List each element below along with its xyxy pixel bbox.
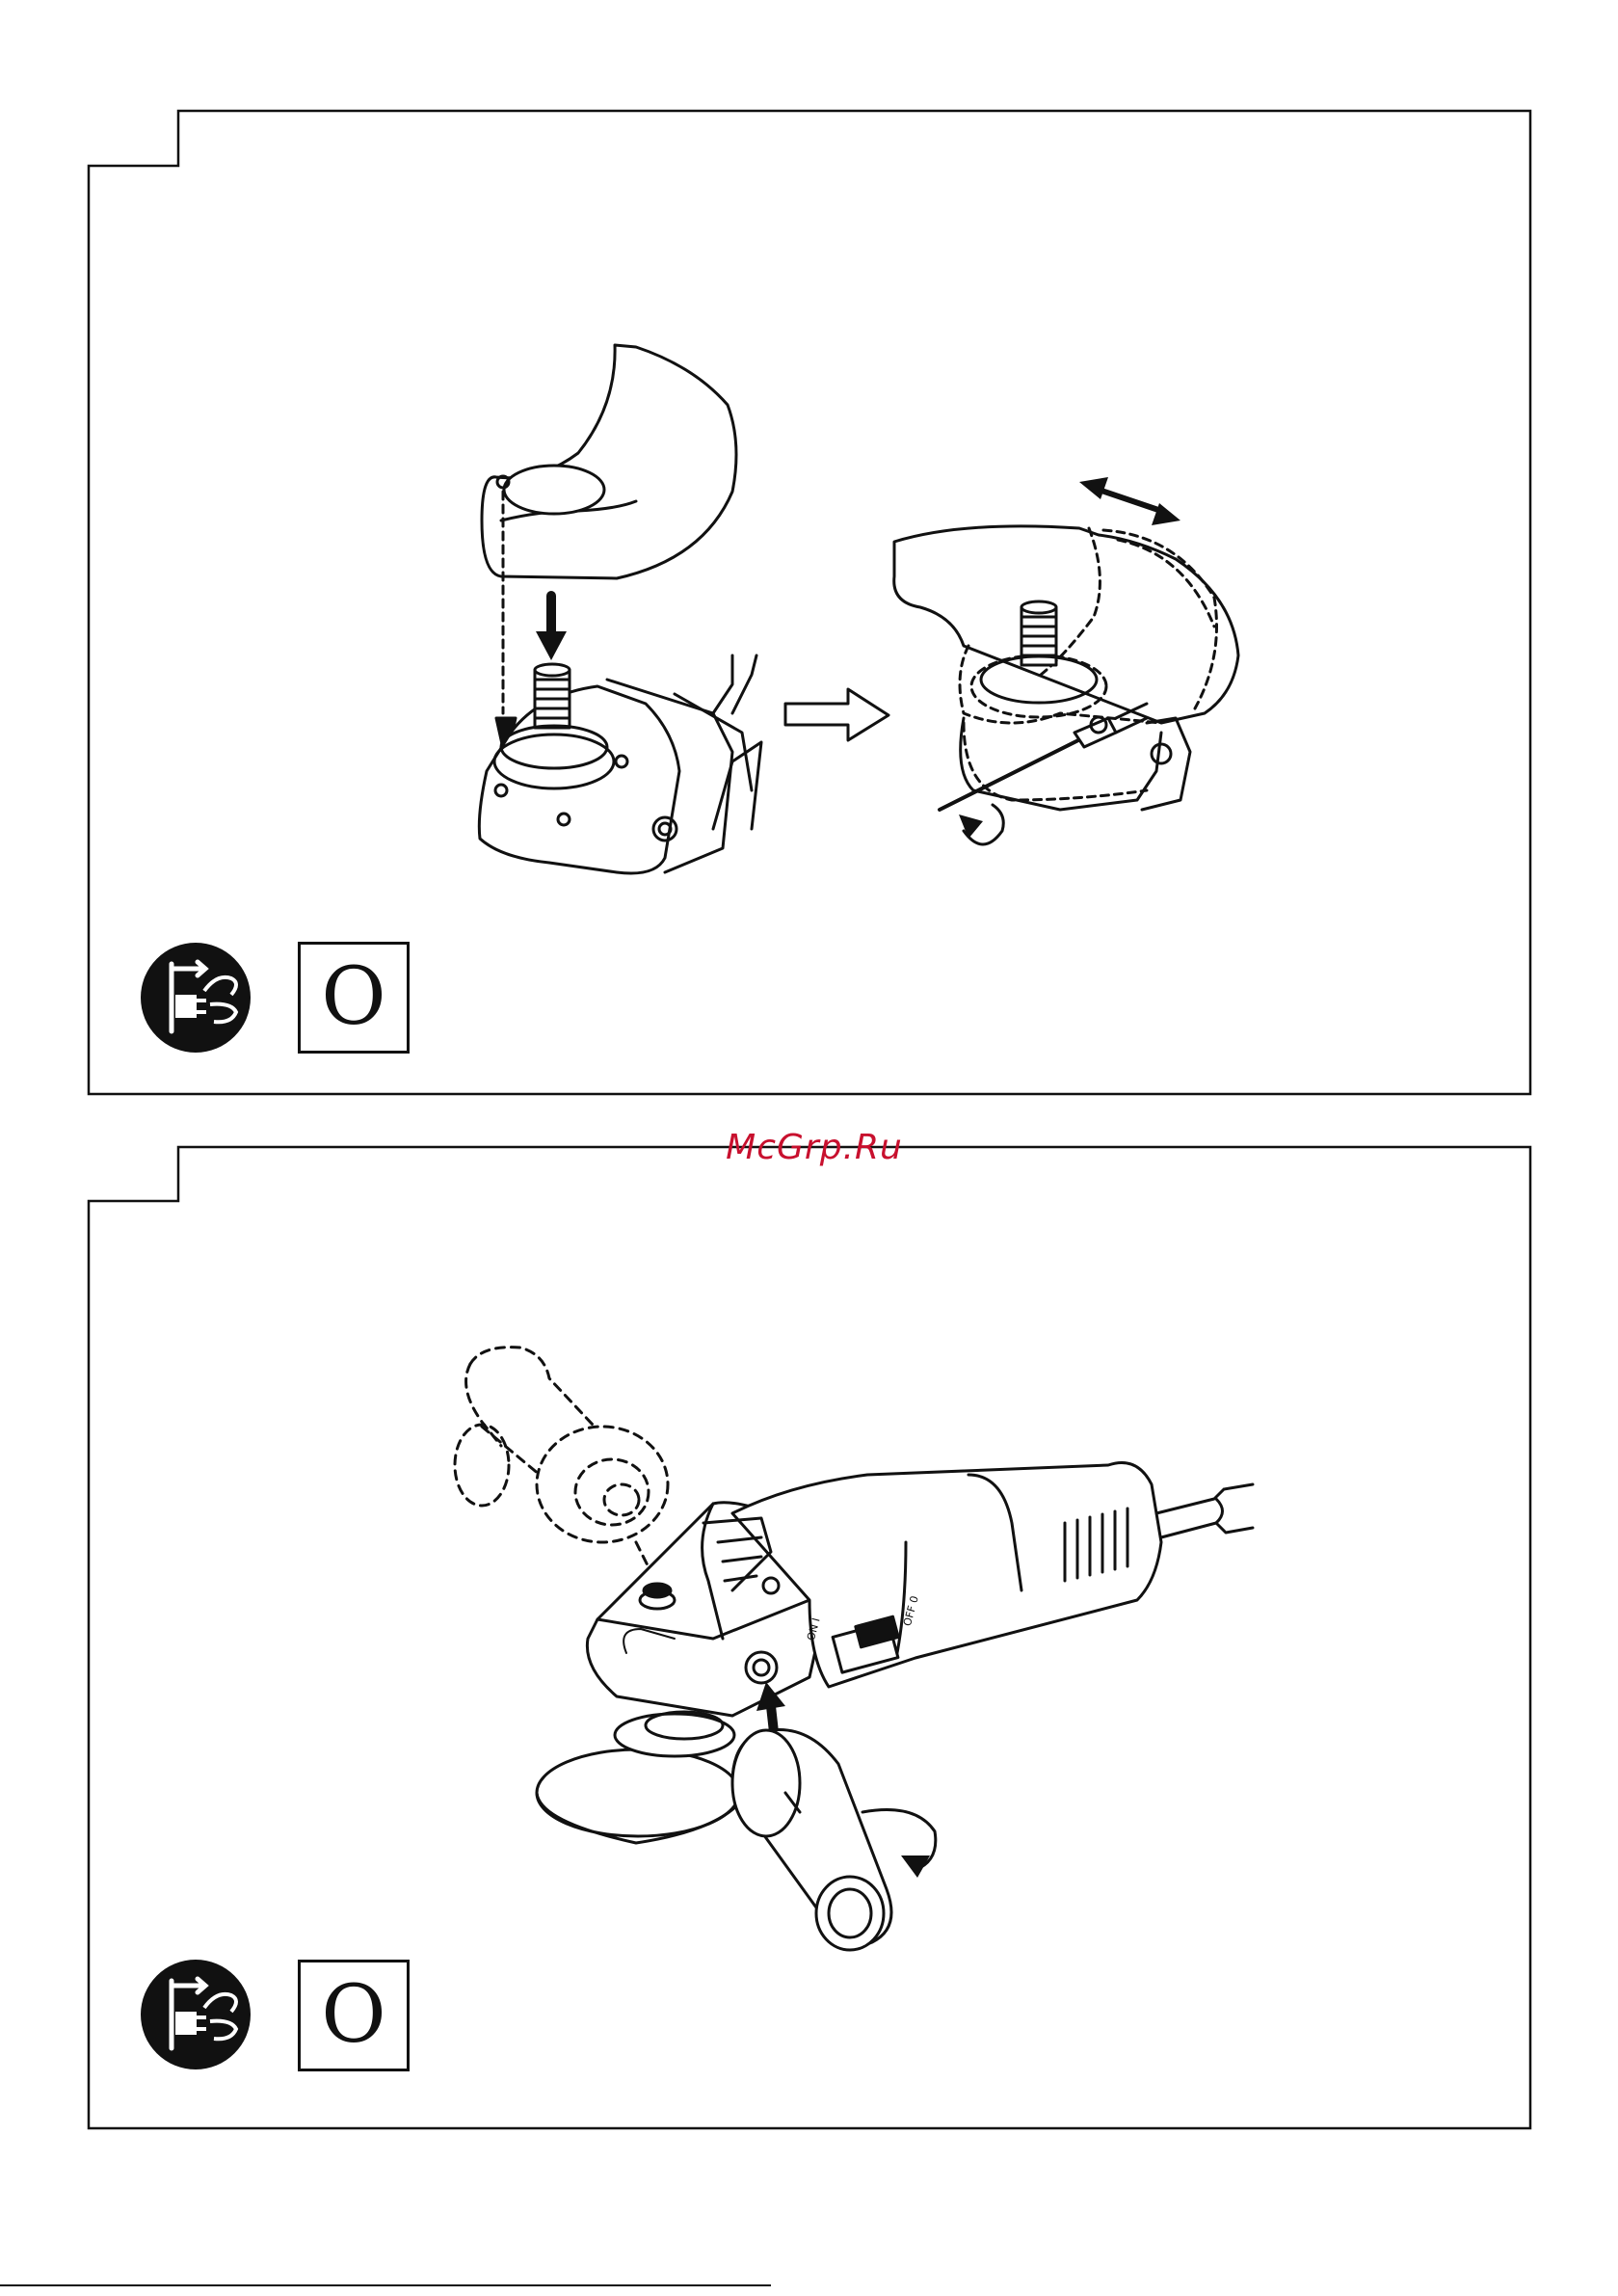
unplug-icon-2: [141, 1960, 251, 2069]
mode-symbol-box-2: O: [298, 1960, 410, 2071]
guard-mount-illustration: [479, 345, 1238, 873]
unplug-icon-1: [141, 943, 251, 1053]
handle-mount-illustration: [455, 1348, 1253, 1950]
next-step-arrow: [785, 689, 889, 740]
wheel-guard-lifted: [482, 345, 736, 578]
rotate-guard-arrow: [1099, 490, 1161, 511]
mode-symbol-box-1: O: [298, 942, 410, 1054]
watermark-text: McGrp.Ru: [713, 1128, 915, 1167]
alternate-handle-position: [455, 1348, 668, 1581]
wheel-guard-mounted: [894, 526, 1238, 723]
mode-symbol: O: [321, 958, 385, 1037]
power-cord: [1156, 1484, 1253, 1537]
footer-rule: [0, 2284, 771, 2286]
mode-symbol: O: [321, 1976, 385, 2055]
